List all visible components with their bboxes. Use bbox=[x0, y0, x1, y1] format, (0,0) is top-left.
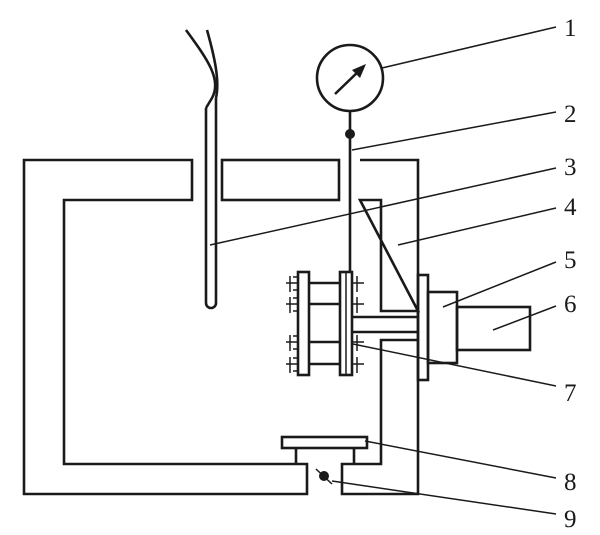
valve bbox=[315, 468, 333, 485]
chamber bbox=[22, 158, 421, 496]
bolts bbox=[286, 276, 364, 373]
label-8: 8 bbox=[564, 469, 577, 496]
tray bbox=[280, 435, 369, 464]
label-7: 7 bbox=[564, 380, 577, 407]
chamber-left-wall bbox=[22, 158, 309, 496]
label-6: 6 bbox=[564, 291, 577, 318]
label-9: 9 bbox=[564, 506, 577, 533]
sample-holder bbox=[286, 270, 418, 377]
label-2: 2 bbox=[564, 101, 577, 128]
chamber-right-wall bbox=[340, 158, 421, 496]
chamber-top-middle-segment bbox=[220, 158, 341, 202]
label-4: 4 bbox=[564, 194, 577, 221]
leader-lines bbox=[209, 26, 557, 515]
pressure-gauge bbox=[315, 43, 385, 272]
thermocouple bbox=[184, 29, 219, 310]
label-3: 3 bbox=[564, 154, 577, 181]
wall-plate bbox=[416, 273, 430, 382]
label-5: 5 bbox=[564, 247, 577, 274]
label-1: 1 bbox=[564, 15, 577, 42]
motor bbox=[455, 305, 532, 352]
